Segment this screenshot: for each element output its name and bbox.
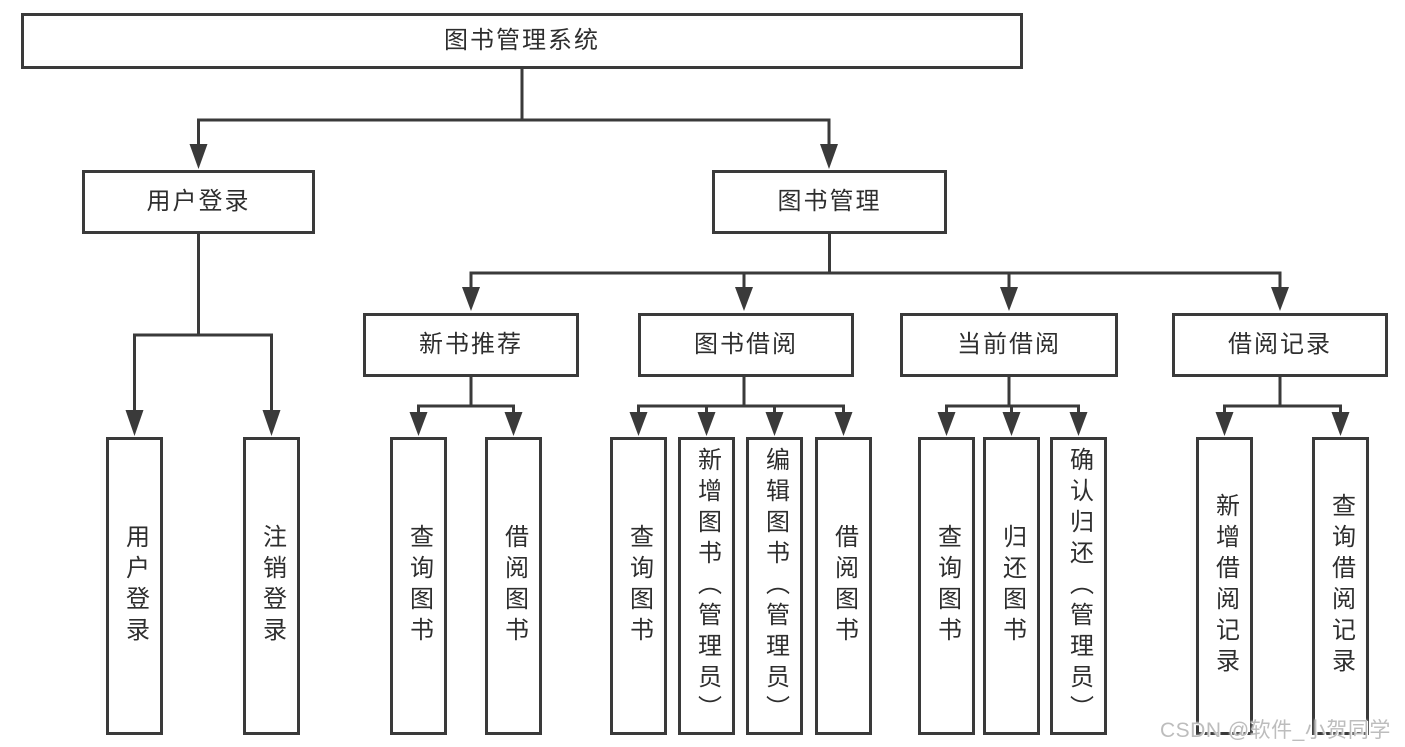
node-current-borrowing: 当前借阅 — [900, 313, 1118, 377]
leaf-query-books-recommend: 查询图书 — [390, 437, 447, 735]
node-label: 图书管理 — [777, 188, 882, 215]
node-book-management: 图书管理 — [712, 170, 947, 234]
node-label: 当前借阅 — [957, 331, 1061, 358]
connector-book-borrow-to-leaves — [629, 377, 853, 436]
node-library-management-system: 图书管理系统 — [21, 13, 1023, 69]
node-label: 新增图书（管理员） — [693, 446, 721, 726]
node-label: 借阅记录 — [1228, 331, 1332, 358]
connector-borrow-records-to-leaves — [1215, 377, 1350, 436]
node-label: 用户登录 — [146, 188, 251, 215]
connector-user-login-to-leaves — [125, 234, 281, 436]
node-label: 查询图书 — [405, 524, 433, 648]
node-label: 新书推荐 — [419, 331, 523, 358]
connector-current-borrow-to-leaves — [937, 377, 1088, 436]
node-label: 用户登录 — [121, 524, 149, 648]
leaf-borrow-books-recommend: 借阅图书 — [485, 437, 542, 735]
node-label: 注销登录 — [258, 524, 286, 648]
leaf-return-books: 归还图书 — [983, 437, 1040, 735]
node-label: 新增借阅记录 — [1211, 493, 1239, 679]
leaf-query-books-current: 查询图书 — [918, 437, 975, 735]
leaf-add-borrow-record: 新增借阅记录 — [1196, 437, 1253, 735]
leaf-borrow-books: 借阅图书 — [815, 437, 872, 735]
node-label: 确认归还（管理员） — [1065, 446, 1093, 726]
node-new-book-recommendation: 新书推荐 — [363, 313, 579, 377]
watermark: CSDN @软件_小贺同学 — [1160, 719, 1391, 742]
node-label: 借阅图书 — [830, 524, 858, 648]
node-borrowing-records: 借阅记录 — [1172, 313, 1388, 377]
node-label: 图书管理系统 — [444, 27, 600, 54]
node-label: 查询图书 — [625, 524, 653, 648]
node-label: 归还图书 — [998, 524, 1026, 648]
node-label: 查询借阅记录 — [1327, 493, 1355, 679]
node-label: 借阅图书 — [500, 524, 528, 648]
leaf-query-borrow-record: 查询借阅记录 — [1312, 437, 1369, 735]
node-book-borrowing: 图书借阅 — [638, 313, 854, 377]
connector-root-to-level2 — [189, 69, 838, 169]
connector-book-management-to-level3 — [462, 234, 1289, 311]
leaf-query-books-borrow: 查询图书 — [610, 437, 667, 735]
leaf-edit-books-admin: 编辑图书（管理员） — [746, 437, 803, 735]
node-user-login: 用户登录 — [82, 170, 315, 234]
leaf-logout: 注销登录 — [243, 437, 300, 735]
connector-new-book-to-leaves — [409, 377, 523, 436]
node-label: 查询图书 — [933, 524, 961, 648]
node-label: 编辑图书（管理员） — [761, 446, 789, 726]
leaf-confirm-return-admin: 确认归还（管理员） — [1050, 437, 1107, 735]
leaf-user-login: 用户登录 — [106, 437, 163, 735]
leaf-add-books-admin: 新增图书（管理员） — [678, 437, 735, 735]
node-label: 图书借阅 — [694, 331, 798, 358]
